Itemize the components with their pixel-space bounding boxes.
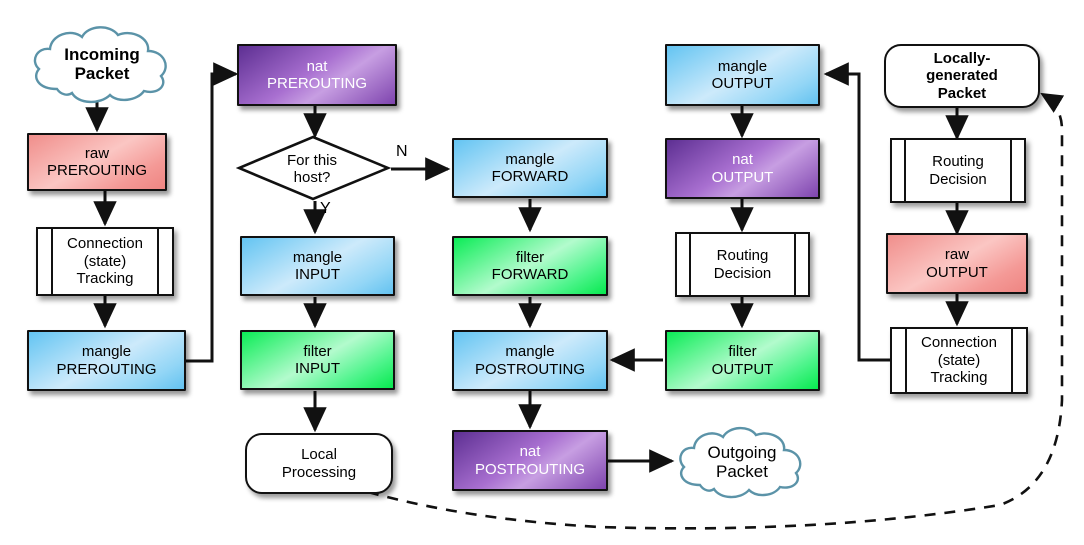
node-raw-prerouting[interactable]: raw PREROUTING bbox=[27, 133, 167, 191]
node-label: filter OUTPUT bbox=[711, 343, 774, 378]
edge-conntrack-out-to-mangle-output bbox=[823, 62, 890, 362]
edge-mangle-prerouting-to-nat-prerouting bbox=[186, 62, 239, 363]
node-mangle-output[interactable]: mangle OUTPUT bbox=[665, 44, 820, 106]
node-label: Routing Decision bbox=[929, 153, 987, 188]
bar-rails bbox=[51, 229, 159, 294]
node-label: mangle POSTROUTING bbox=[474, 343, 585, 378]
node-raw-output[interactable]: raw OUTPUT bbox=[886, 233, 1028, 294]
diamond-shape bbox=[235, 135, 392, 201]
bar-rails bbox=[689, 234, 796, 295]
node-incoming-packet: Incoming Packet bbox=[22, 22, 182, 106]
node-locally-generated-packet: Locally- generated Packet bbox=[884, 44, 1040, 108]
node-mangle-forward[interactable]: mangle FORWARD bbox=[452, 138, 608, 198]
edge-label-no: N bbox=[396, 143, 408, 160]
bar-rails bbox=[905, 329, 1013, 392]
node-label: Locally- generated Packet bbox=[926, 49, 998, 102]
cloud-shape bbox=[33, 26, 167, 104]
node-outgoing-packet: Outgoing Packet bbox=[668, 423, 816, 501]
node-routing-decision-local-out: Routing Decision bbox=[890, 138, 1026, 203]
node-filter-input[interactable]: filter INPUT bbox=[240, 330, 395, 390]
node-label: mangle PREROUTING bbox=[56, 343, 157, 378]
node-for-this-host-decision[interactable]: For this host? bbox=[235, 134, 394, 204]
node-label: raw OUTPUT bbox=[926, 246, 988, 281]
node-label: Incoming Packet bbox=[64, 44, 140, 83]
node-label: Routing Decision bbox=[713, 247, 772, 282]
node-mangle-prerouting[interactable]: mangle PREROUTING bbox=[27, 330, 186, 391]
node-label: filter FORWARD bbox=[491, 248, 569, 283]
node-nat-prerouting[interactable]: nat PREROUTING bbox=[237, 44, 397, 106]
node-filter-output[interactable]: filter OUTPUT bbox=[665, 330, 820, 391]
node-label: raw PREROUTING bbox=[46, 144, 147, 179]
node-label: filter INPUT bbox=[295, 342, 340, 377]
node-label: For this host? bbox=[286, 151, 337, 186]
node-nat-output[interactable]: nat OUTPUT bbox=[665, 138, 820, 199]
node-label: mangle INPUT bbox=[292, 248, 343, 283]
node-label: Connection (state) Tracking bbox=[67, 235, 143, 288]
node-label: mangle FORWARD bbox=[491, 150, 569, 185]
cloud-shape bbox=[679, 426, 802, 499]
node-label: Local Processing bbox=[281, 446, 357, 481]
node-filter-forward[interactable]: filter FORWARD bbox=[452, 236, 608, 296]
node-label: nat PREROUTING bbox=[266, 57, 367, 92]
node-local-processing: Local Processing bbox=[245, 433, 393, 494]
node-connection-tracking-output: Connection (state) Tracking bbox=[890, 327, 1028, 394]
edge-local-processing-feedback-dashed bbox=[367, 92, 1065, 530]
bar-rails bbox=[904, 140, 1012, 201]
node-label: Connection (state) Tracking bbox=[921, 334, 997, 387]
node-mangle-postrouting[interactable]: mangle POSTROUTING bbox=[452, 330, 608, 391]
node-mangle-input[interactable]: mangle INPUT bbox=[240, 236, 395, 296]
edge-label-yes: Y bbox=[320, 200, 331, 217]
node-label: nat POSTROUTING bbox=[474, 443, 585, 478]
node-nat-postrouting[interactable]: nat POSTROUTING bbox=[452, 430, 608, 491]
node-label: mangle OUTPUT bbox=[711, 57, 774, 92]
node-label: nat OUTPUT bbox=[711, 151, 774, 186]
node-connection-tracking-input: Connection (state) Tracking bbox=[36, 227, 174, 296]
node-label: Outgoing Packet bbox=[707, 442, 777, 481]
node-routing-decision-output-path: Routing Decision bbox=[675, 232, 810, 297]
